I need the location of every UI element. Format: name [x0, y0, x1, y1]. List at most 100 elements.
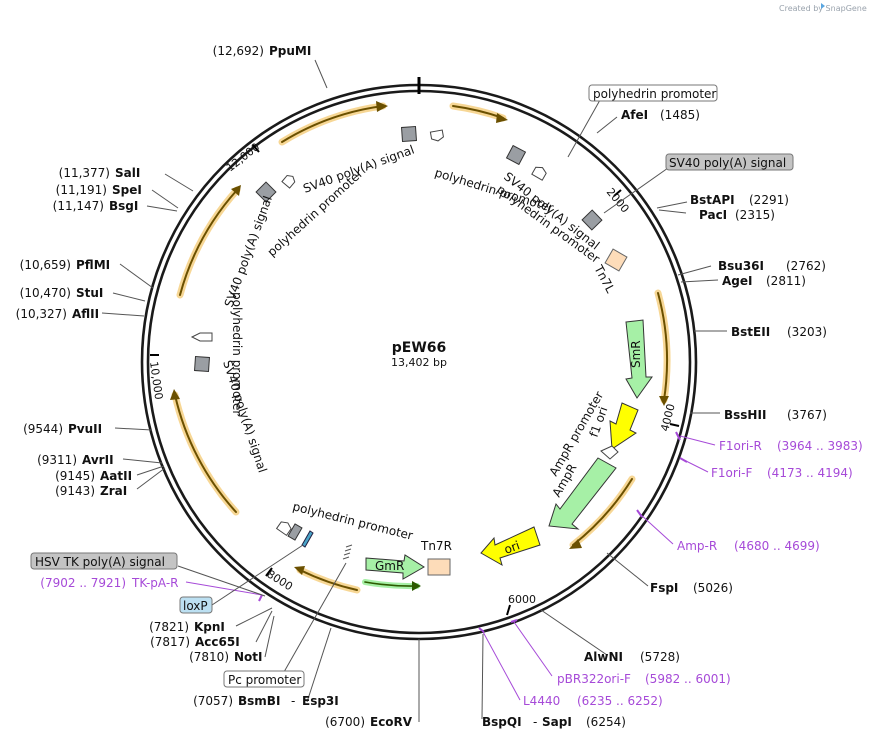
- f1ori-f-name: F1ori-F: [711, 466, 752, 480]
- loxp-marker: [301, 530, 314, 548]
- enzyme-aflii: (10,327) AflII: [16, 307, 99, 321]
- enzyme-afei: AfeI (1485): [621, 108, 700, 122]
- pflmi-name: PflMI: [76, 258, 110, 272]
- bsteii-pos: (3203): [787, 325, 827, 339]
- snapgene-logo-icon: [821, 3, 825, 9]
- ampr-arrow: [548, 457, 617, 530]
- ori-arrow: ori: [480, 526, 541, 567]
- pc-promoter-box: [223, 670, 305, 688]
- enzyme-pvuii: (9544) PvuII: [23, 422, 102, 436]
- sv40-box-right: [505, 144, 527, 166]
- bspqi-sep: -: [533, 715, 537, 729]
- enzyme-kpni: (7821) KpnI: [149, 620, 225, 634]
- bstapi-pos: (2291): [749, 193, 789, 207]
- tick-8000: 8000: [264, 568, 295, 594]
- enzyme-avrii: (9311) AvrII: [37, 453, 113, 467]
- f1ori-arrow: [609, 402, 639, 450]
- bspqi-name: BspQI: [482, 715, 522, 729]
- avrii-pos: (9311): [37, 453, 77, 467]
- plasmid-name: pEW66: [392, 340, 447, 356]
- paci-pos: (2315): [735, 208, 775, 222]
- spei-name: SpeI: [112, 183, 142, 197]
- polyhedrin-top-box: [588, 84, 718, 102]
- sv40-box-left: [193, 355, 211, 373]
- sv40-box-right2: [581, 209, 603, 231]
- tn7r-label: Tn7R: [420, 539, 452, 553]
- tick-10000: 10,000: [147, 361, 165, 401]
- bsgi-pos: (11,147): [53, 199, 104, 213]
- bsu36i-pos: (2762): [786, 259, 826, 273]
- paci-name: PacI: [699, 208, 727, 222]
- snapgene-credit: Created by SnapGene: [779, 3, 867, 13]
- enzyme-ppumi: (12,692) PpuMI: [213, 44, 312, 58]
- afei-name: AfeI: [621, 108, 648, 122]
- orf-arc-bottom-right: [569, 475, 636, 549]
- pc-promoter-box-label: Pc promoter: [228, 673, 301, 687]
- enzyme-labels: (12,692) PpuMI AfeI (1485) BstAPI (2291)…: [16, 44, 827, 729]
- spei-pos: (11,191): [56, 183, 107, 197]
- primers: F1ori-R (3964 .. 3983) F1ori-F (4173 .. …: [40, 431, 863, 708]
- sapi-name: SapI: [542, 715, 572, 729]
- orf-arc-bottom: [294, 566, 361, 594]
- gmr-label: GmR: [375, 559, 404, 573]
- zrai-pos: (9143): [55, 484, 95, 498]
- ppumi-pos: (12,692): [213, 44, 264, 58]
- fspi-pos: (5026): [693, 581, 733, 595]
- agei-name: AgeI: [722, 274, 752, 288]
- alwni-pos: (5728): [640, 650, 680, 664]
- fspi-name: FspI: [650, 581, 678, 595]
- orf-arcs: [170, 101, 671, 594]
- sv40-box-label: SV40 poly(A) signal: [669, 156, 786, 170]
- orf-arc-upper-left: [176, 185, 241, 299]
- enzyme-zrai: (9143) ZraI: [55, 484, 127, 498]
- ecorv-pos: (6700): [325, 715, 365, 729]
- sv40-box-bottom: [287, 523, 303, 541]
- polyhedrin-arrows: [190, 129, 547, 537]
- pbr322ori-f-range: (5982 .. 6001): [645, 672, 731, 686]
- afei-pos: (1485): [660, 108, 700, 122]
- enzyme-spei: (11,191) SpeI: [56, 183, 142, 197]
- ori-label: ori: [502, 538, 521, 556]
- aatii-pos: (9145): [55, 469, 95, 483]
- pc-promoter-marker: [342, 544, 353, 560]
- enzyme-bsmbi-esp3i: (7057) BsmBI - Esp3I: [193, 694, 339, 708]
- amp-r-range: (4680 .. 4699): [734, 539, 820, 553]
- tn7l-box: [604, 248, 628, 272]
- tick-12000: 12,000: [224, 140, 262, 174]
- polyhedrin-top-box-label: polyhedrin promoter: [593, 87, 716, 101]
- loxp-box-label: loxP: [183, 599, 208, 613]
- esp3i-name: Esp3I: [302, 694, 339, 708]
- agei-pos: (2811): [766, 274, 806, 288]
- enzyme-acc65i: (7817) Acc65I: [150, 635, 240, 649]
- plasmid-size: 13,402 bp: [391, 356, 447, 369]
- ampr-promoter-arrow: [600, 445, 619, 460]
- kpni-name: KpnI: [194, 620, 225, 634]
- bsgi-name: BsgI: [109, 199, 138, 213]
- polyA-boxes: [193, 125, 603, 541]
- polyhedrin-label-left: polyhedrin promoter: [230, 292, 244, 415]
- enzyme-agei: AgeI (2811): [722, 274, 806, 288]
- boxed-feature-labels: polyhedrin promoter SV40 poly(A) signal …: [30, 84, 794, 688]
- tk-pa-r-name: TK-pA-R: [131, 576, 179, 590]
- sv40-label-right: SV40 poly(A) signal: [501, 169, 602, 252]
- enzyme-paci: PacI (2315): [699, 208, 775, 222]
- aflii-name: AflII: [72, 307, 99, 321]
- f1ori-r-range: (3964 .. 3983): [777, 439, 863, 453]
- sv40-box-top: [400, 125, 418, 143]
- tn7r-box: [427, 558, 451, 576]
- pbr322ori-f-name: pBR322ori-F: [557, 672, 631, 686]
- bsmbi-sep: -: [291, 694, 295, 708]
- orf-arc-right: [654, 289, 671, 406]
- noti-name: NotI: [234, 650, 263, 664]
- noti-pos: (7810): [189, 650, 229, 664]
- enzyme-sali: (11,377) SalI: [59, 166, 141, 180]
- amp-r-name: Amp-R: [677, 539, 717, 553]
- bsshii-name: BssHII: [724, 408, 766, 422]
- f1ori-r-name: F1ori-R: [719, 439, 762, 453]
- acc65i-pos: (7817): [150, 635, 190, 649]
- smr-label: SmR: [629, 340, 643, 368]
- orf-arc-top-right: [449, 102, 508, 123]
- gmr-arrow: GmR: [365, 554, 425, 580]
- pflmi-pos: (10,659): [20, 258, 71, 272]
- bspqi-pos: (6254): [586, 715, 626, 729]
